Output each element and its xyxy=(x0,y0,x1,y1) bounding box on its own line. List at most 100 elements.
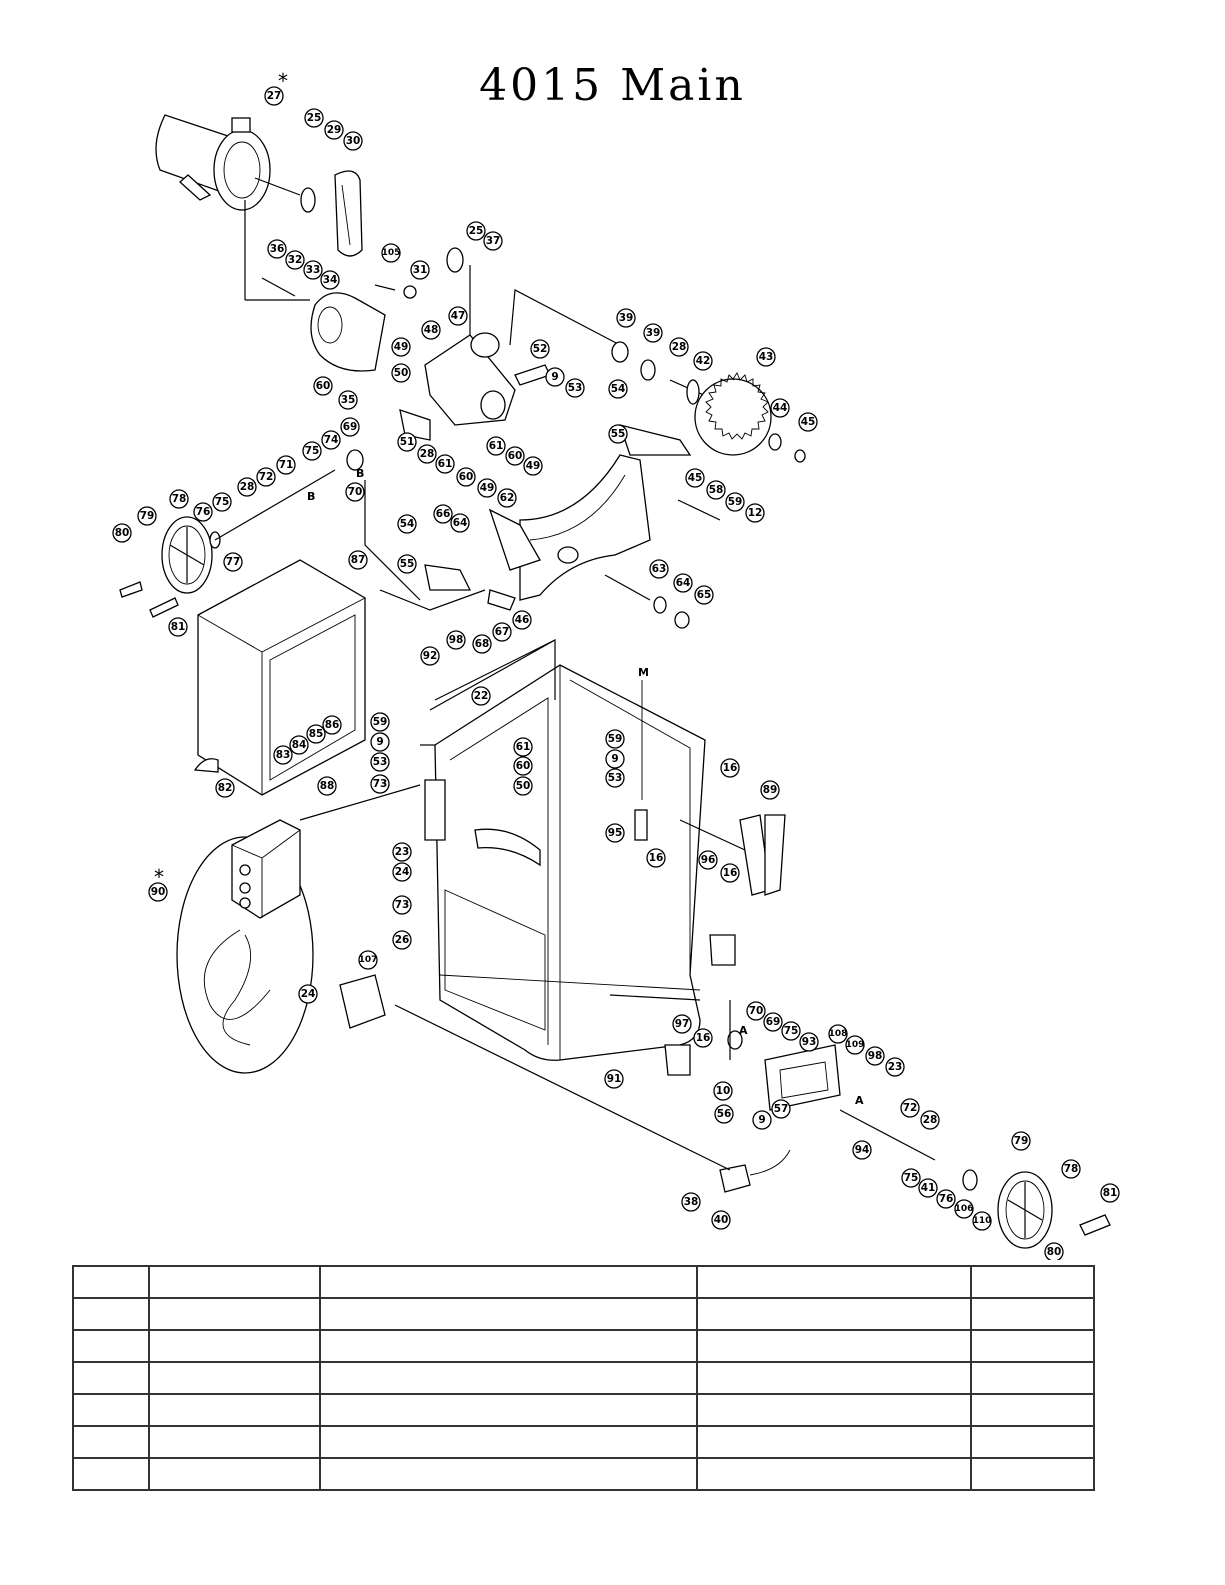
part-callout: 83 xyxy=(273,745,293,765)
part-callout: 79 xyxy=(137,506,157,526)
callout-circle xyxy=(298,984,318,1004)
callout-number: 9 xyxy=(376,736,383,748)
parts-table xyxy=(72,1265,1095,1491)
callout-number: 53 xyxy=(608,772,623,784)
part-callout: 22 xyxy=(471,686,491,706)
callout-circle xyxy=(421,320,441,340)
part-callout: 75 xyxy=(302,441,322,461)
part-callout: 50 xyxy=(513,776,533,796)
callout-number: 95 xyxy=(608,827,623,839)
part-callout: 89 xyxy=(760,780,780,800)
part-callout: 24 xyxy=(392,862,412,882)
callout-number: 80 xyxy=(115,527,130,539)
callout-circle xyxy=(713,1081,733,1101)
part-callout: 16 xyxy=(720,758,740,778)
callout-number: 72 xyxy=(259,471,274,483)
part-callout: 52 xyxy=(530,339,550,359)
table-row xyxy=(72,1297,1095,1331)
part-callout: 109 xyxy=(845,1035,865,1055)
part-callout: 59 xyxy=(605,729,625,749)
table-cell xyxy=(148,1425,321,1459)
callout-number: 106 xyxy=(955,1204,974,1214)
callout-circle xyxy=(828,1024,848,1044)
part-callout: 25 xyxy=(466,221,486,241)
part-callout: 73 xyxy=(370,774,390,794)
table-cell xyxy=(319,1361,698,1395)
callout-circle xyxy=(276,455,296,475)
callout-number: 22 xyxy=(474,690,489,702)
callout-circle xyxy=(693,1028,713,1048)
callout-circle xyxy=(845,1035,865,1055)
callout-number: 51 xyxy=(400,436,415,448)
part-callout: 75 xyxy=(212,492,232,512)
callout-circle xyxy=(643,323,663,343)
callout-number: 24 xyxy=(301,988,316,1000)
callout-circle xyxy=(698,850,718,870)
callout-number: 61 xyxy=(516,741,531,753)
callout-number: 58 xyxy=(709,484,724,496)
callout-circle xyxy=(706,480,726,500)
callout-circle xyxy=(285,250,305,270)
callout-number: 59 xyxy=(608,733,623,745)
callout-circle xyxy=(256,467,276,487)
callout-number: 75 xyxy=(784,1025,799,1037)
callout-circle xyxy=(763,1012,783,1032)
callout-circle xyxy=(646,848,666,868)
part-callout: 45 xyxy=(798,412,818,432)
callout-number: 98 xyxy=(449,634,464,646)
callout-circle xyxy=(391,363,411,383)
callout-circle xyxy=(900,1098,920,1118)
callout-number: 60 xyxy=(459,471,474,483)
part-callout: 62 xyxy=(497,488,517,508)
part-callout: 9 xyxy=(545,367,565,387)
callout-number: 78 xyxy=(172,493,187,505)
part-callout: 49 xyxy=(477,478,497,498)
part-callout: 40 xyxy=(711,1210,731,1230)
callout-circle xyxy=(322,715,342,735)
callout-circle xyxy=(512,610,532,630)
callout-number: 61 xyxy=(489,440,504,452)
part-callout: 9 xyxy=(370,732,390,752)
handwheel-left-drawing xyxy=(119,449,364,618)
diagram-letter-m: M xyxy=(638,666,649,679)
callout-circle xyxy=(513,776,533,796)
callout-number: 56 xyxy=(717,1108,732,1120)
callout-number: 68 xyxy=(475,638,490,650)
callout-number: 48 xyxy=(424,324,439,336)
diagram-letter-star2: * xyxy=(154,865,164,889)
part-callout: 45 xyxy=(685,468,705,488)
table-cell xyxy=(148,1297,321,1331)
part-callout: 16 xyxy=(693,1028,713,1048)
callout-number: 90 xyxy=(151,886,166,898)
callout-number: 84 xyxy=(292,739,307,751)
callout-circle xyxy=(669,337,689,357)
callout-number: 45 xyxy=(801,416,816,428)
callout-circle xyxy=(694,585,714,605)
part-callout: 59 xyxy=(370,712,390,732)
part-callout: 110 xyxy=(972,1211,992,1231)
part-callout: 23 xyxy=(885,1057,905,1077)
motor-drawing xyxy=(155,114,363,257)
callout-circle xyxy=(391,337,411,357)
callout-circle xyxy=(370,752,390,772)
callout-number: 60 xyxy=(516,760,531,772)
callout-number: 71 xyxy=(279,459,294,471)
callout-circle xyxy=(608,379,628,399)
part-callout: 27 xyxy=(264,86,284,106)
callout-circle xyxy=(1100,1183,1120,1203)
part-callout: 105 xyxy=(381,243,401,263)
part-callout: 60 xyxy=(313,376,333,396)
part-callout: 61 xyxy=(435,454,455,474)
callout-number: 31 xyxy=(413,264,428,276)
callout-number: 29 xyxy=(327,124,342,136)
callout-circle xyxy=(746,1001,766,1021)
callout-number: 94 xyxy=(855,1144,870,1156)
callout-circle xyxy=(370,732,390,752)
callout-number: 81 xyxy=(1103,1187,1118,1199)
callout-circle xyxy=(392,842,412,862)
part-callout: 79 xyxy=(1011,1131,1031,1151)
part-callout: 93 xyxy=(799,1032,819,1052)
callout-number: 105 xyxy=(382,248,401,258)
callout-number: 89 xyxy=(763,784,778,796)
part-callout: 80 xyxy=(1044,1242,1064,1260)
